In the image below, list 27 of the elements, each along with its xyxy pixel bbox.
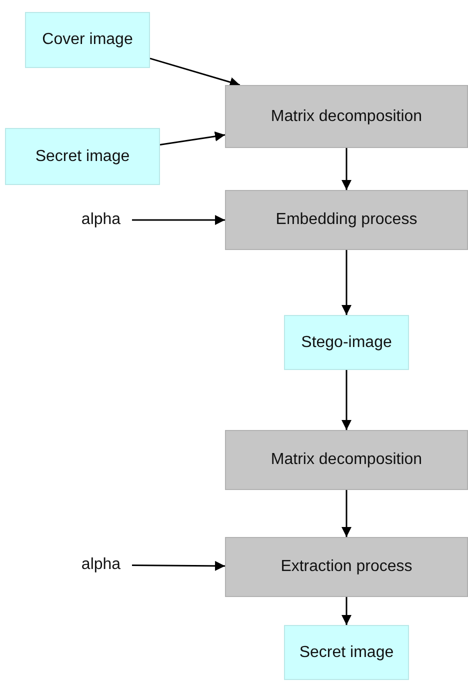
node-text: alpha — [81, 556, 121, 574]
process-box — [225, 85, 468, 148]
data-box — [5, 128, 160, 185]
process-box — [225, 537, 468, 597]
data-box — [25, 12, 150, 68]
data-box — [284, 315, 409, 370]
arrow — [150, 58, 240, 87]
arrow — [342, 490, 352, 537]
node-text: alpha — [81, 211, 121, 229]
arrow — [160, 131, 226, 146]
node-text: Extraction process — [280, 558, 412, 576]
node-text: Secret image — [299, 644, 394, 662]
process-box — [225, 430, 468, 490]
node-text: Embedding process — [276, 211, 418, 229]
arrow — [132, 215, 225, 225]
data-box — [284, 625, 409, 680]
node-text: Stego-image — [301, 334, 392, 352]
node-text: Cover image — [42, 31, 133, 49]
node-text: Matrix decomposition — [270, 108, 422, 126]
arrow — [342, 250, 352, 315]
node-text: Secret image — [35, 148, 130, 166]
arrow — [342, 597, 352, 625]
arrow — [342, 148, 352, 190]
arrow — [342, 370, 352, 430]
arrow — [132, 560, 225, 571]
node-text: Matrix decomposition — [270, 451, 422, 469]
process-box — [225, 190, 468, 250]
